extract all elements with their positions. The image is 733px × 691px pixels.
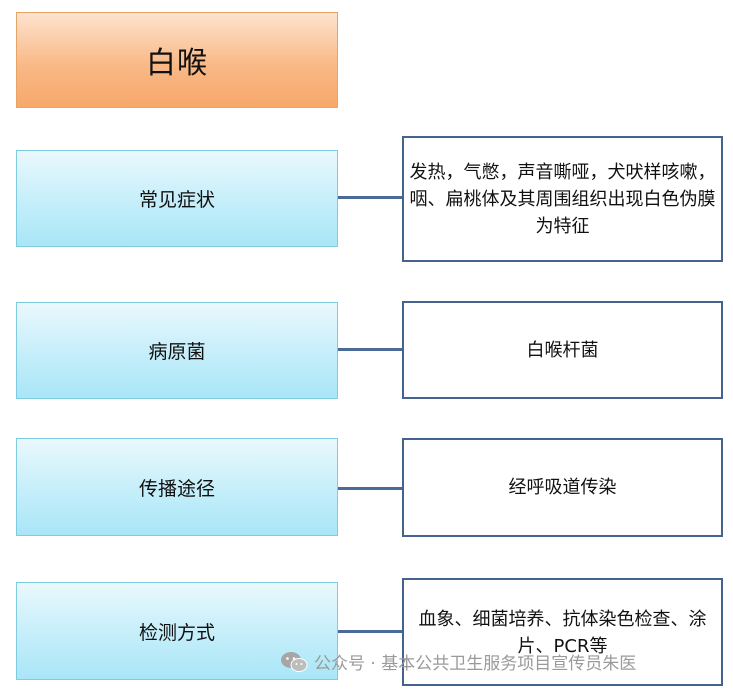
category-label: 常见症状 (138, 189, 215, 211)
category-box-symptoms: 常见症状 (16, 150, 338, 247)
category-box-transmission: 传播途径 (16, 438, 338, 536)
category-box-pathogen: 病原菌 (16, 302, 338, 399)
connector-line (338, 487, 402, 490)
category-label: 病原菌 (148, 341, 206, 363)
description-text: 发热，气憋，声音嘶哑，犬吠样咳嗽，咽、扁桃体及其周围组织出现白色伪膜为特征 (409, 161, 716, 237)
watermark: 公众号 · 基本公共卫生服务项目宣传员朱医 (280, 649, 636, 674)
watermark-text: 公众号 · 基本公共卫生服务项目宣传员朱医 (314, 654, 637, 674)
category-label: 传播途径 (138, 477, 215, 500)
description-text: 白喉杆菌 (526, 339, 599, 361)
title-text: 白喉 (146, 46, 208, 81)
wechat-icon (280, 651, 308, 673)
category-box-detection: 检测方式 (16, 582, 338, 680)
description-text: 经呼吸道传染 (508, 477, 617, 498)
description-box-detection: 血象、细菌培养、抗体染色检查、涂片、PCR等 (402, 578, 723, 686)
description-text: 血象、细菌培养、抗体染色检查、涂片、PCR等 (418, 609, 707, 657)
title-box: 白喉 (16, 12, 338, 108)
connector-line (338, 348, 402, 351)
description-box-symptoms: 发热，气憋，声音嘶哑，犬吠样咳嗽，咽、扁桃体及其周围组织出现白色伪膜为特征 (402, 136, 723, 262)
connector-line (338, 196, 402, 199)
connector-line (338, 630, 402, 633)
description-box-transmission: 经呼吸道传染 (402, 438, 723, 537)
description-box-pathogen: 白喉杆菌 (402, 301, 723, 399)
category-label: 检测方式 (138, 621, 215, 644)
